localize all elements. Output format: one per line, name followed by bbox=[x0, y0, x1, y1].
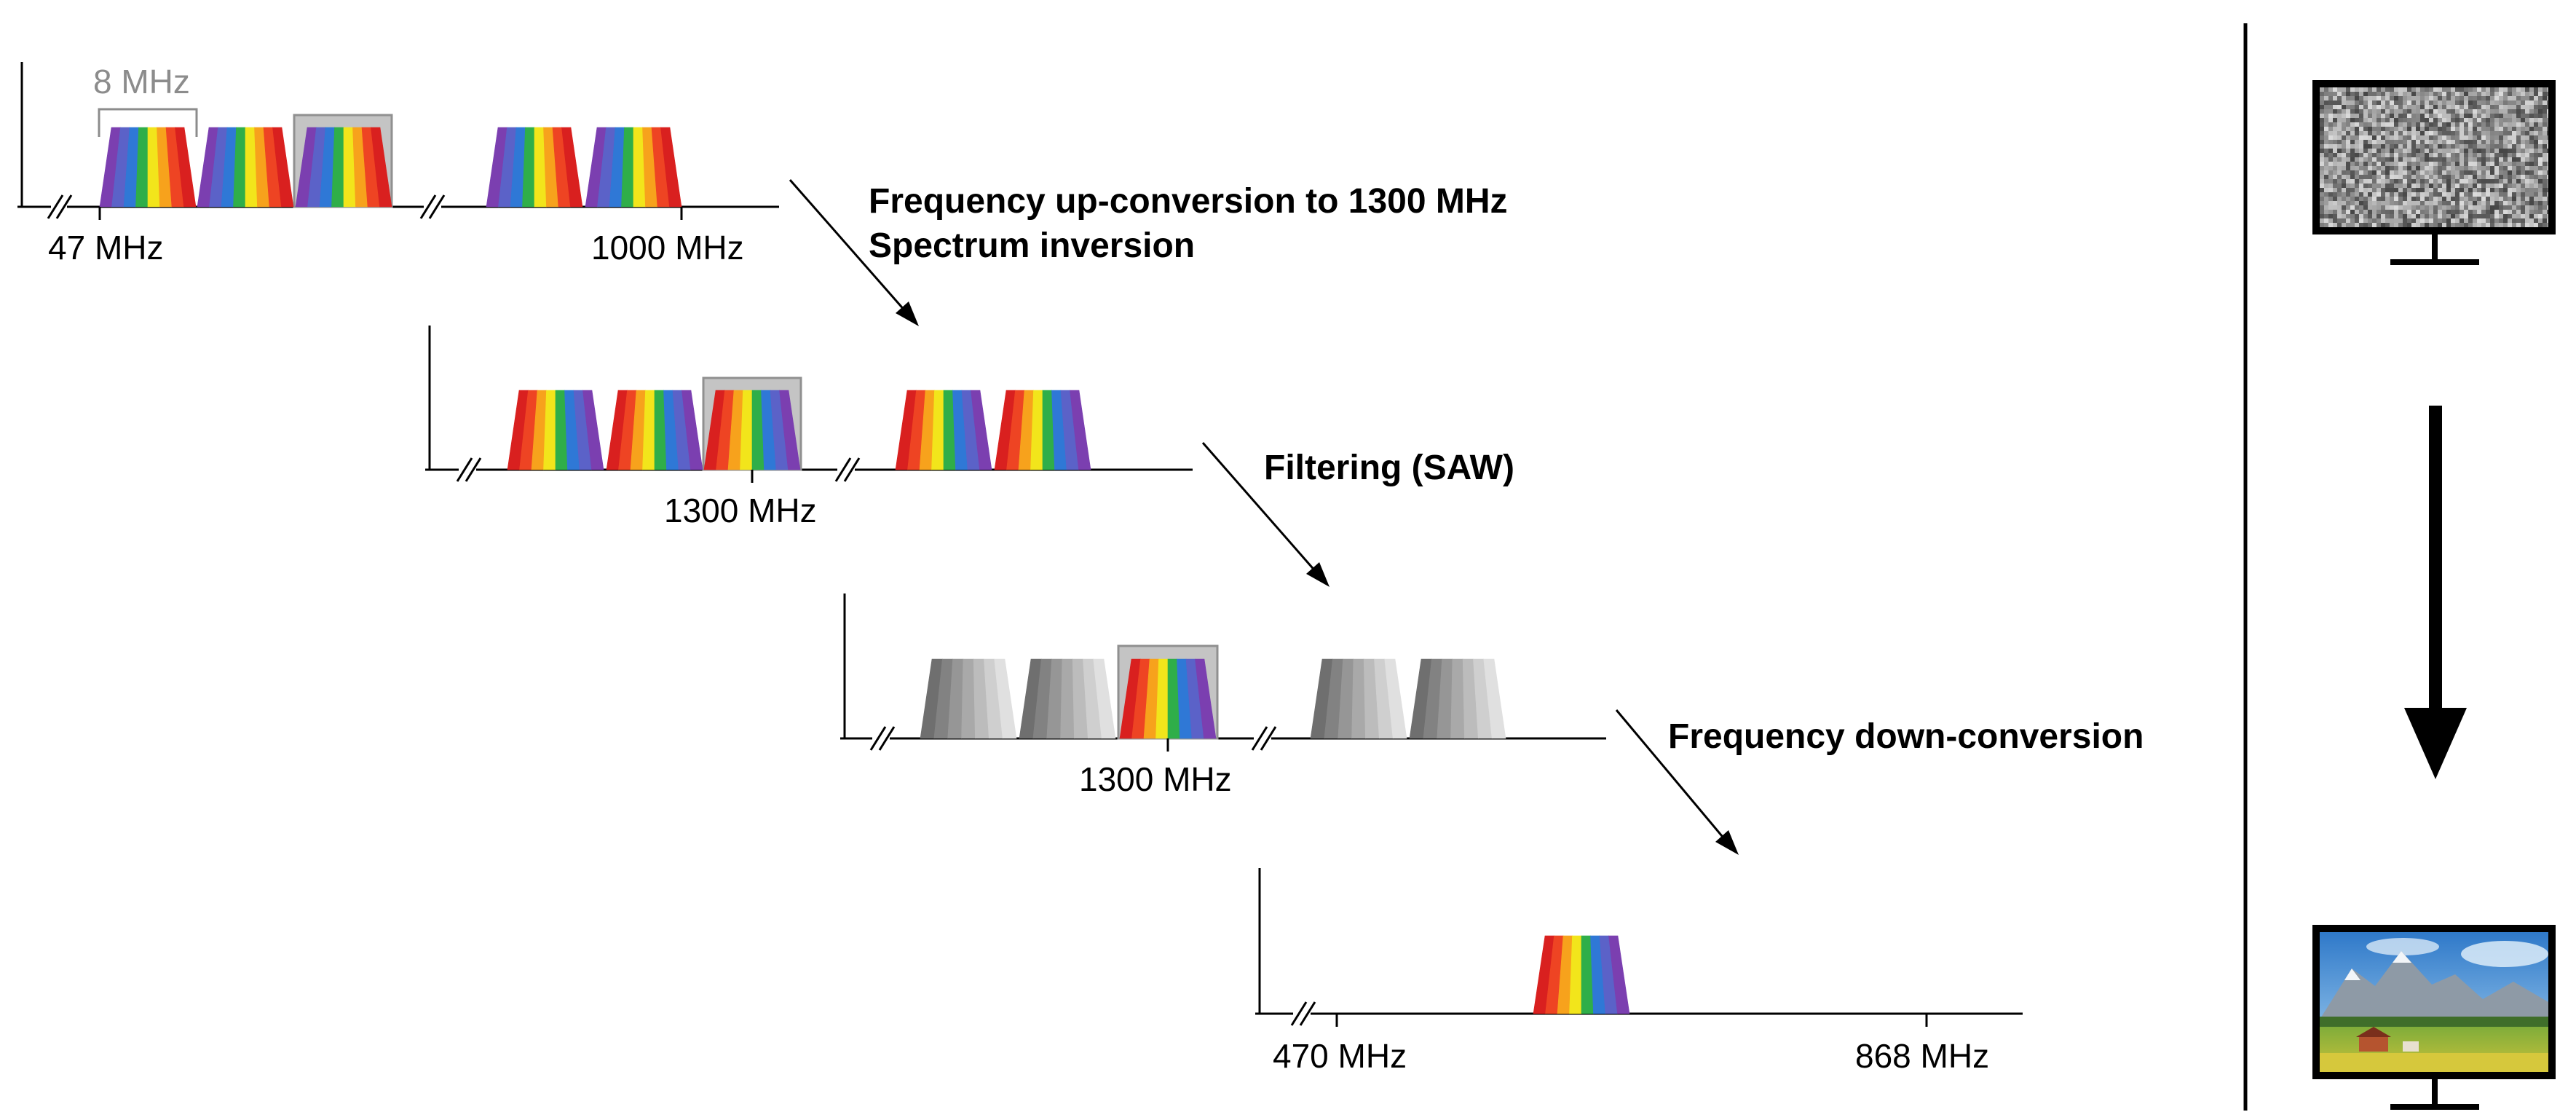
stage1-channel-1 bbox=[99, 127, 197, 208]
stage1-axis-break-right bbox=[419, 192, 446, 221]
stage3-axis-break-right bbox=[1251, 724, 1277, 753]
stage3-center-label: 1300 MHz bbox=[1079, 760, 1232, 798]
stage1-channel-3 bbox=[295, 127, 392, 208]
step1-arrow bbox=[789, 179, 919, 326]
channel-stripe bbox=[1195, 658, 1217, 739]
channel-stripe bbox=[994, 658, 1017, 739]
channel-stripe bbox=[1384, 658, 1407, 739]
stage1-axis-break-left bbox=[47, 192, 73, 221]
stage2-channel-1 bbox=[507, 390, 604, 470]
stage1-bandwidth-label: 8 MHz bbox=[93, 63, 190, 100]
channel-stripe bbox=[371, 127, 392, 208]
stage4-output-channel bbox=[1533, 935, 1630, 1014]
channel-stripe bbox=[1608, 935, 1630, 1014]
stage3-attenuated-channel-4 bbox=[1409, 658, 1506, 739]
channel-stripe bbox=[1483, 658, 1506, 739]
stage2-channel-4 bbox=[895, 390, 992, 470]
channel-stripe bbox=[272, 127, 294, 208]
channel-stripe bbox=[1093, 658, 1116, 739]
stage3-axis-break-left bbox=[869, 724, 896, 753]
step1-label-line1: Frequency up-conversion to 1300 MHz bbox=[869, 182, 1508, 221]
stage2-center-label: 1300 MHz bbox=[664, 492, 817, 529]
stage4-axis-break bbox=[1290, 999, 1316, 1028]
channel-stripe bbox=[561, 127, 583, 208]
stage2-axis-break-left bbox=[456, 455, 482, 484]
channel-stripe bbox=[582, 390, 604, 470]
step3-label: Frequency down-conversion bbox=[1668, 717, 2144, 756]
stage3-spectrum: 1300 MHz bbox=[840, 593, 1606, 798]
channel-stripe bbox=[961, 658, 976, 739]
stage3-passband-channel bbox=[1119, 658, 1217, 739]
stage3-attenuated-channel-2 bbox=[1019, 658, 1116, 739]
stage3-attenuated-channel-3 bbox=[1310, 658, 1407, 739]
stage2-channel-2 bbox=[606, 390, 703, 470]
stage1-channel-2 bbox=[197, 127, 294, 208]
channel-stripe bbox=[1070, 390, 1091, 470]
step2-arrow bbox=[1201, 442, 1330, 587]
channel-stripe bbox=[1060, 658, 1075, 739]
stage1-right-label: 1000 MHz bbox=[591, 229, 744, 267]
stage3-attenuated-channel-1 bbox=[920, 658, 1017, 739]
stage4-left-label: 470 MHz bbox=[1273, 1037, 1407, 1075]
step2-label: Filtering (SAW) bbox=[1264, 449, 1514, 487]
arrow-down-icon bbox=[2404, 406, 2467, 779]
stage4-spectrum: 470 MHz 868 MHz bbox=[1255, 868, 2023, 1075]
tv-static-icon bbox=[2312, 80, 2556, 265]
channel-stripe bbox=[175, 127, 197, 208]
stage2-axis-break-right bbox=[834, 455, 861, 484]
step3-arrow bbox=[1615, 709, 1739, 855]
stage1-left-label: 47 MHz bbox=[48, 229, 163, 267]
stage1-channel-4 bbox=[486, 127, 583, 208]
stage1-channel-5 bbox=[585, 127, 682, 208]
tv-landscape-icon bbox=[2312, 925, 2556, 1110]
stage4-right-label: 868 MHz bbox=[1855, 1037, 1989, 1075]
channel-stripe bbox=[681, 390, 703, 470]
stage1-bandwidth-bracket: 8 MHz bbox=[93, 63, 198, 137]
channel-stripe bbox=[779, 390, 801, 470]
channel-stripe bbox=[1351, 658, 1366, 739]
step1-label-line2: Spectrum inversion bbox=[869, 226, 1195, 265]
stage2-spectrum: 1300 MHz bbox=[425, 326, 1193, 529]
stage2-channel-3 bbox=[703, 390, 801, 470]
channel-stripe bbox=[1450, 658, 1465, 739]
stage2-channel-5 bbox=[994, 390, 1091, 470]
stage1-spectrum: 8 MHz 47 MHz 1000 MHz bbox=[17, 62, 779, 267]
channel-stripe bbox=[971, 390, 992, 470]
